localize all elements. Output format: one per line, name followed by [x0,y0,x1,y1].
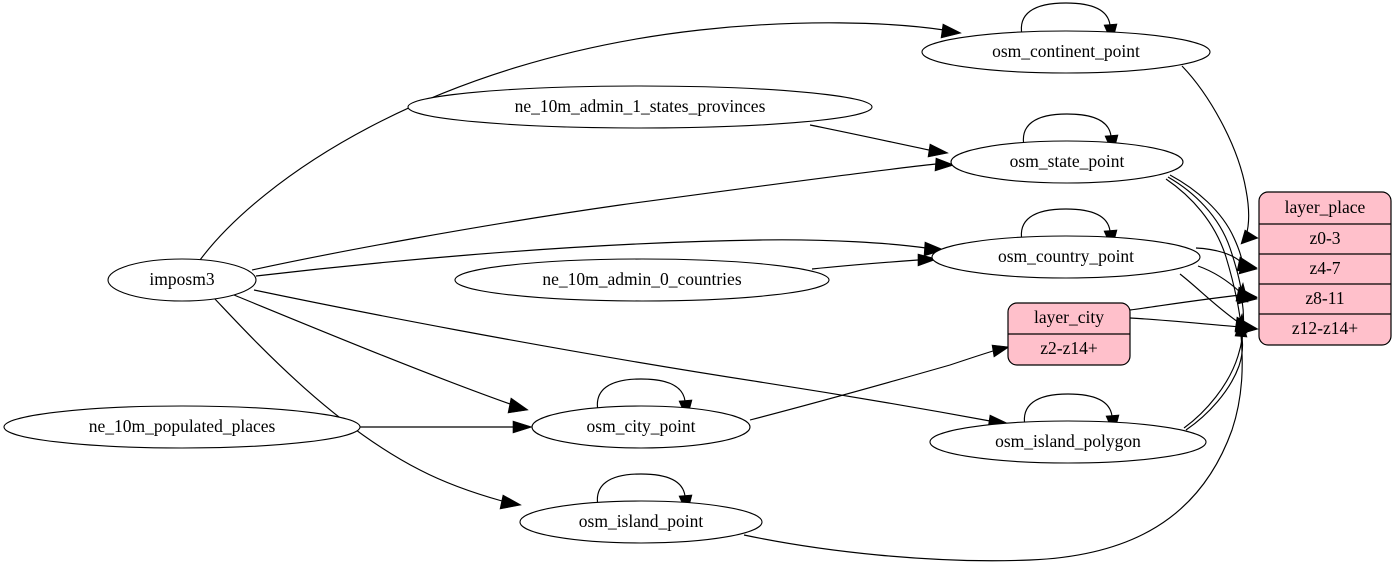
node-osm-island-polygon[interactable]: osm_island_polygon [929,420,1207,464]
node-ne-places-label: ne_10m_populated_places [89,416,276,436]
node-osm-state-point-label: osm_state_point [1010,151,1125,171]
node-osm-continent-point[interactable]: osm_continent_point [921,30,1211,74]
record-layer-place-row-z12-z14[interactable]: z12-z14+ [1292,318,1358,338]
edge-imposm3-to-osm_island_point [213,297,522,510]
edge-layer_city-to-layer_place-z8-11 [1129,288,1258,311]
node-osm-island-point-label: osm_island_point [579,511,704,531]
node-imposm3[interactable]: imposm3 [107,258,257,302]
node-ne-states-label: ne_10m_admin_1_states_provinces [515,96,766,116]
edge-imposm3-to-osm_state_point [251,157,955,271]
node-osm-city-point[interactable]: osm_city_point [531,405,751,449]
edge-osm_country_point-to-layer_place-z4-7 [1195,247,1258,272]
edge-imposm3-to-osm_city_point [233,294,529,414]
record-layer-city[interactable]: layer_city z2-z14+ [1007,302,1131,366]
node-osm-country-point-label: osm_country_point [998,246,1134,266]
record-layer-city-row-z2-z14[interactable]: z2-z14+ [1040,338,1098,358]
node-osm-island-polygon-label: osm_island_polygon [995,431,1141,451]
record-layer-place-title: layer_place [1285,197,1366,217]
node-layer: imposm3 ne_10m_admin_1_states_provinces … [3,30,1211,544]
node-osm-country-point[interactable]: osm_country_point [931,235,1201,279]
node-osm-state-point[interactable]: osm_state_point [950,140,1184,184]
edge-ne_countries-to-osm_country_point [811,253,938,270]
record-layer: layer_place z0-3 z4-7 z8-11 z12-z14+ lay… [1007,191,1392,366]
node-ne-10m-admin-0-countries[interactable]: ne_10m_admin_0_countries [454,258,830,302]
record-layer-city-title: layer_city [1034,307,1104,327]
node-ne-countries-label: ne_10m_admin_0_countries [542,269,741,289]
node-ne-10m-admin-1-states-provinces[interactable]: ne_10m_admin_1_states_provinces [407,85,873,129]
record-layer-place-row-z0-3[interactable]: z0-3 [1309,228,1340,248]
edge-osm_city_point-to-layer_city-z2-z14 [749,344,1010,421]
edge-osm_continent_point-to-layer_place-z0-3 [1181,65,1259,245]
node-imposm3-label: imposm3 [149,269,214,289]
node-osm-island-point[interactable]: osm_island_point [519,500,763,544]
record-layer-place-row-z8-11[interactable]: z8-11 [1305,288,1344,308]
edge-layer_city-to-layer_place-z12-z14 [1129,317,1259,335]
edge-ne_places-to-osm_city_point [360,420,533,434]
node-osm-continent-point-label: osm_continent_point [992,41,1140,61]
edge-imposm3-to-osm_continent_point [199,22,962,261]
node-ne-10m-populated-places[interactable]: ne_10m_populated_places [3,405,361,449]
record-layer-place[interactable]: layer_place z0-3 z4-7 z8-11 z12-z14+ [1258,191,1392,346]
edge-ne_states-to-osm_state_point [809,124,949,158]
node-osm-city-point-label: osm_city_point [587,416,696,436]
record-layer-place-row-z4-7[interactable]: z4-7 [1309,258,1340,278]
